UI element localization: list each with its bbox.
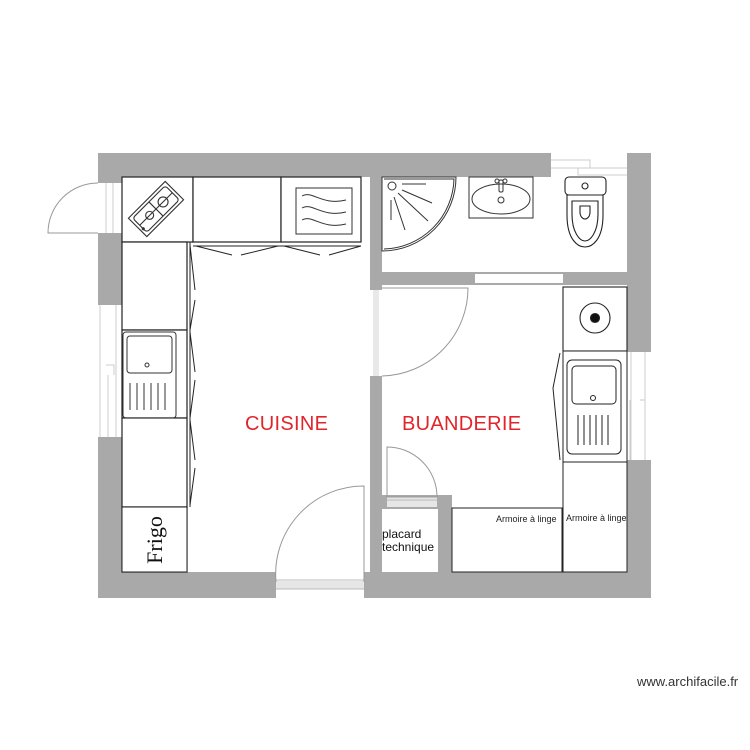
kitchen-door-arc: [275, 485, 365, 583]
armoire-label-1: Armoire à linge: [496, 514, 557, 524]
washing-machine-icon: [562, 286, 628, 352]
entry-door-arc: [47, 182, 99, 234]
watermark: www.archifacile.fr: [637, 674, 739, 689]
washbasin-icon: [468, 176, 534, 219]
linen-cupboards: [451, 461, 628, 573]
openings: [98, 153, 651, 598]
fridge-label: Frigo: [142, 516, 167, 564]
corner-shower-icon: [381, 176, 457, 252]
room-label-placard: placard technique: [382, 528, 434, 554]
laundry-sink-icon: [552, 350, 628, 463]
placard-label-line2: technique: [382, 540, 435, 554]
kitchen-sink-icon: [122, 331, 177, 419]
toilet-icon: [564, 176, 607, 248]
oven-icon: [295, 187, 353, 235]
room-label-cuisine: CUISINE: [245, 413, 329, 435]
door-swings: [47, 182, 469, 583]
room-label-buanderie: BUANDERIE: [402, 413, 522, 435]
placard-label-line1: placard: [382, 527, 422, 541]
gas-hob-icon: [127, 180, 185, 238]
placard-door-arc: [386, 446, 438, 498]
buanderie-door-arc: [381, 287, 469, 377]
armoire-label-2: Armoire à linge: [566, 513, 627, 523]
cabinet-fronts: [186, 241, 362, 507]
fridge: [121, 506, 188, 573]
